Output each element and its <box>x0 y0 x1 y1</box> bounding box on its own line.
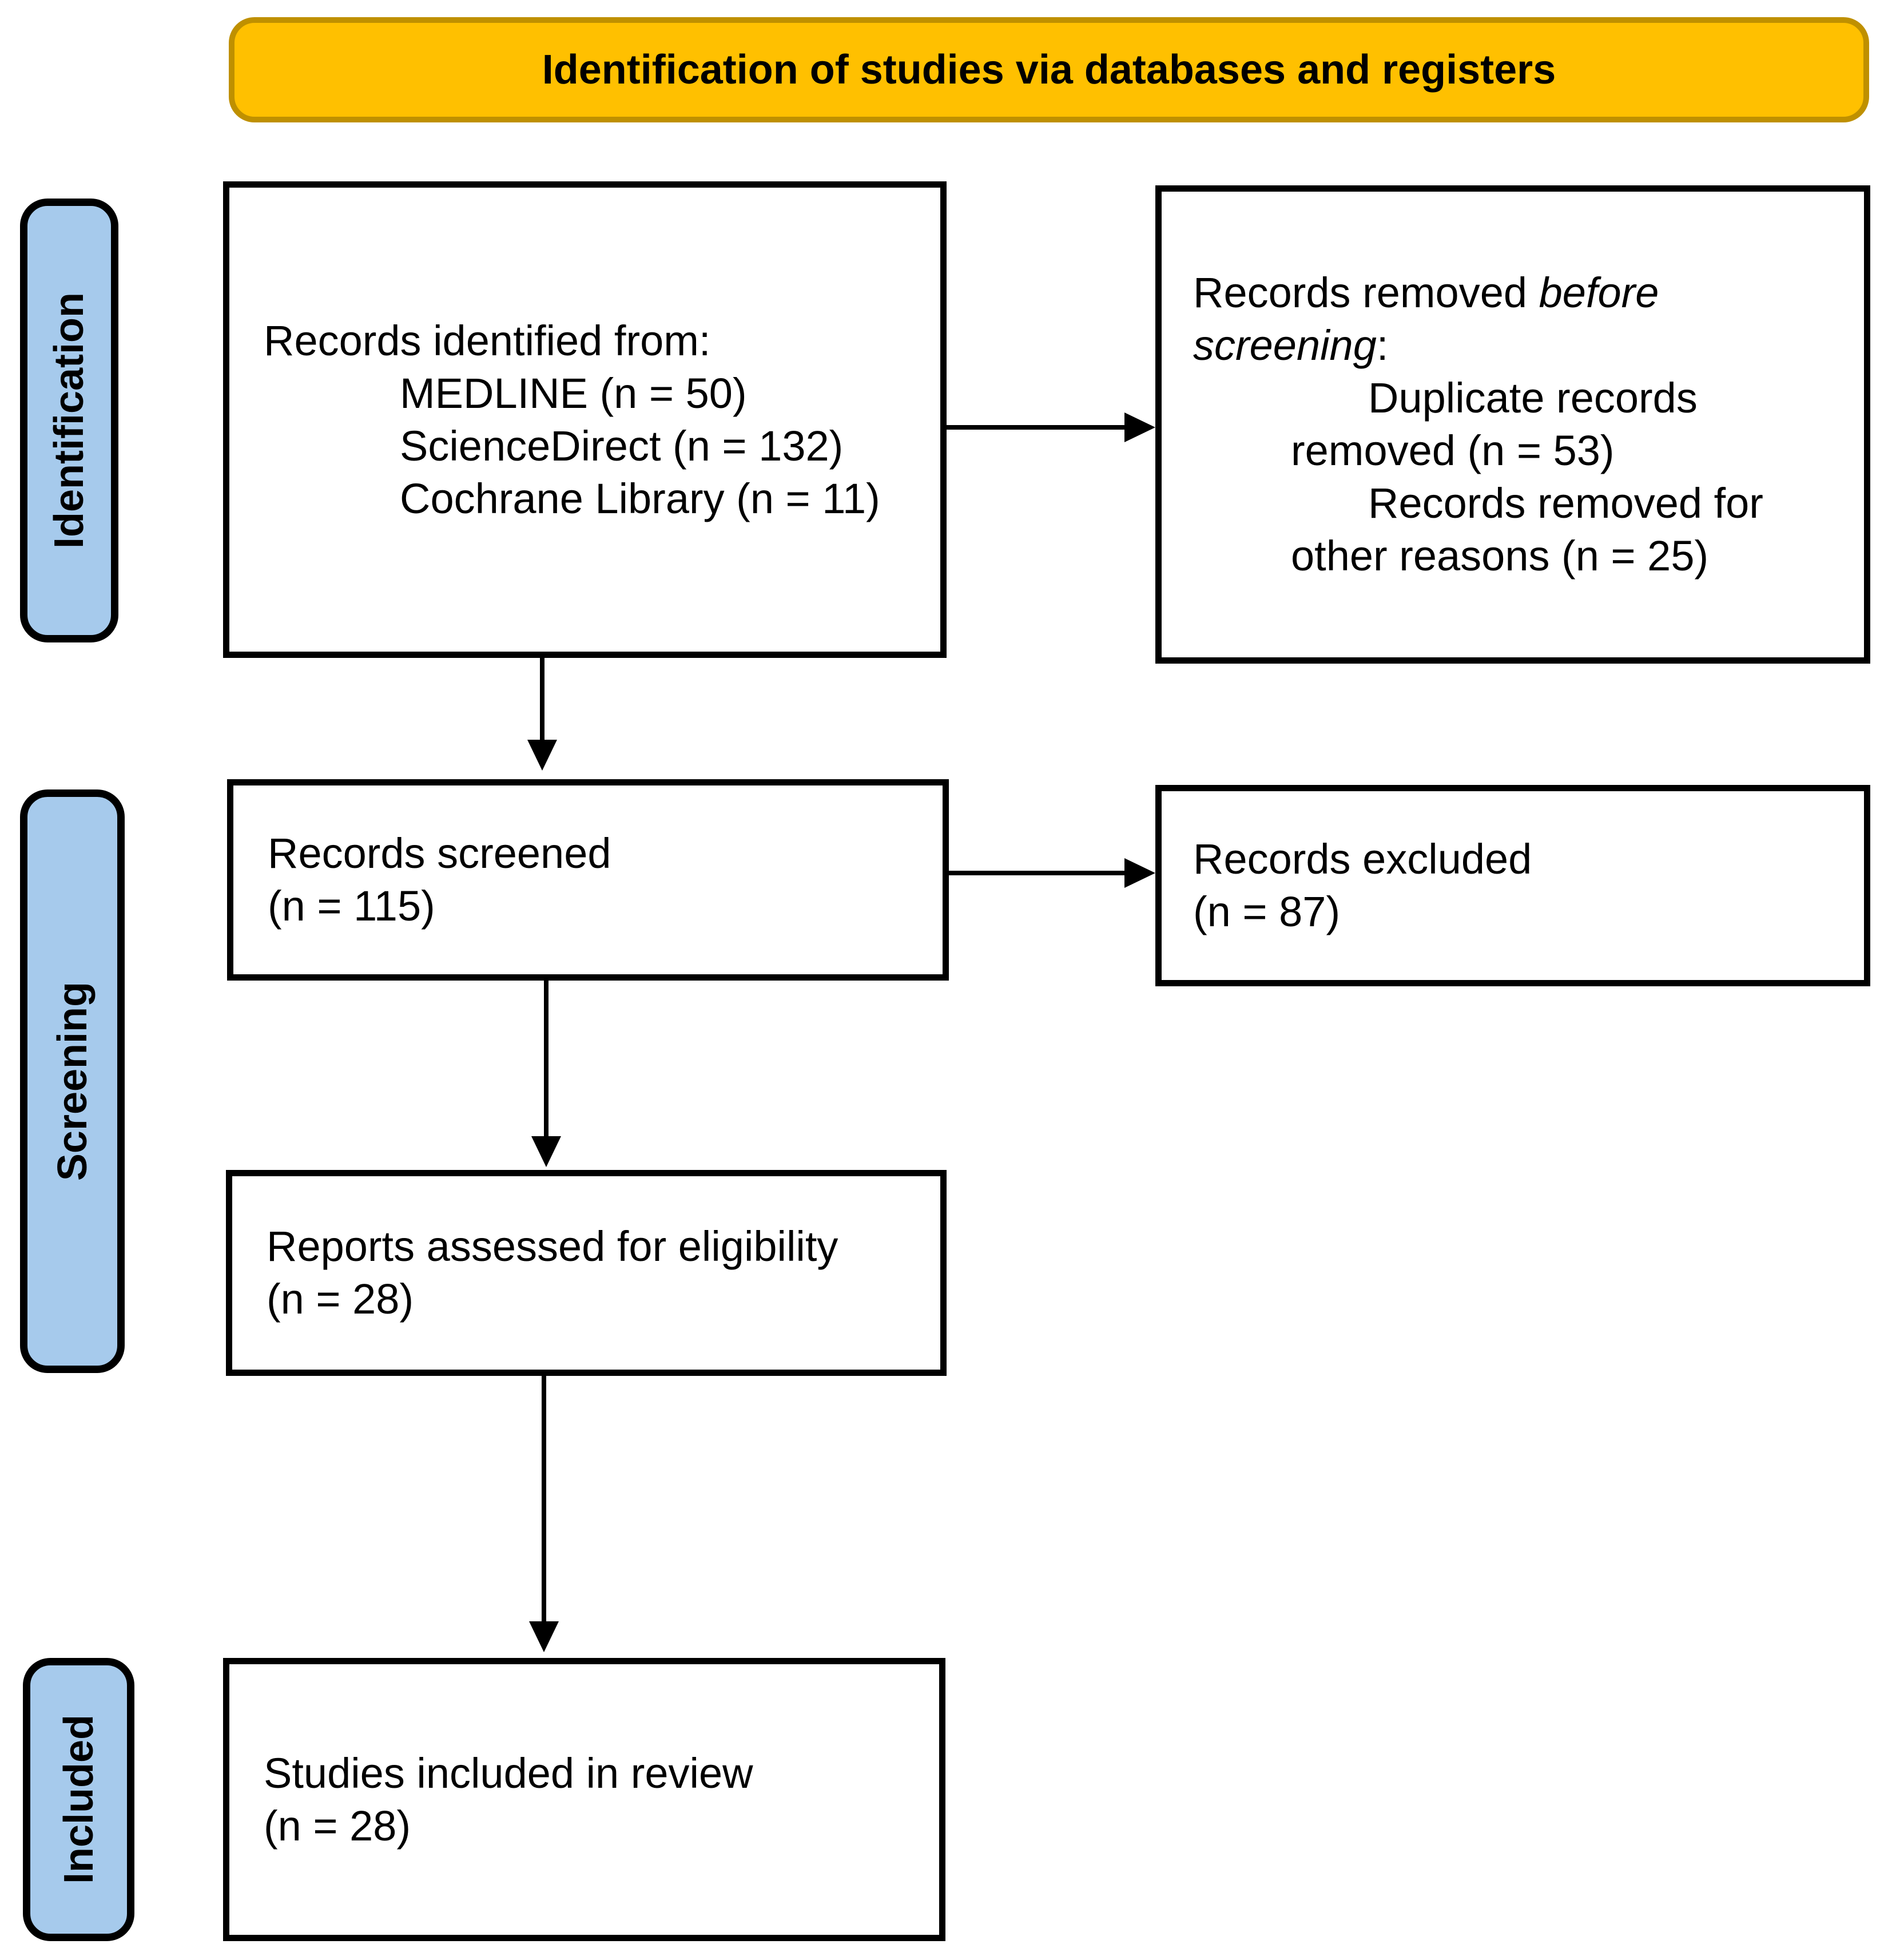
arrow-assessed-to-included <box>542 1376 546 1624</box>
arrowhead-down-icon <box>527 740 557 771</box>
box-line: Cochrane Library (n = 11) <box>400 474 880 522</box>
box-line: (n = 87) <box>1193 888 1341 935</box>
box-records-excluded: Records excluded (n = 87) <box>1155 785 1870 986</box>
box-line: (n = 28) <box>264 1802 411 1850</box>
arrowhead-right-icon <box>1124 858 1155 888</box>
stage-label-screening-text: Screening <box>49 981 96 1181</box>
box-records-identified: Records identified from: MEDLINE (n = 50… <box>223 181 947 658</box>
box-line: (n = 28) <box>267 1275 414 1323</box>
box-line: removed (n = 53) <box>1291 427 1615 474</box>
arrowhead-right-icon <box>1124 412 1155 442</box>
banner-identification-of-studies: Identification of studies via databases … <box>229 17 1869 122</box>
stage-label-included: Included <box>23 1658 134 1941</box>
box-line: Records identified from: <box>264 316 711 364</box>
box-line: MEDLINE (n = 50) <box>400 369 747 417</box>
stage-label-included-text: Included <box>55 1715 102 1884</box>
box-line: other reasons (n = 25) <box>1291 532 1709 580</box>
box-line: Studies included in review <box>264 1749 753 1797</box>
banner-title: Identification of studies via databases … <box>542 47 1556 93</box>
box-line: screening: <box>1193 322 1389 369</box>
box-line: Reports assessed for eligibility <box>267 1223 838 1270</box>
arrowhead-down-icon <box>531 1136 561 1167</box>
arrow-identified-to-removed <box>947 425 1124 430</box>
box-line: (n = 115) <box>268 882 435 930</box>
box-line: Duplicate records <box>1368 374 1698 422</box>
box-line: ScienceDirect (n = 132) <box>400 422 844 470</box>
box-line: Records screened <box>268 830 611 877</box>
box-reports-assessed: Reports assessed for eligibility (n = 28… <box>226 1170 947 1376</box>
box-studies-included: Studies included in review (n = 28) <box>223 1658 945 1941</box>
stage-label-screening: Screening <box>20 789 125 1373</box>
stage-label-identification: Identification <box>20 199 118 642</box>
arrow-identified-to-screened <box>540 658 544 742</box>
box-line: Records excluded <box>1193 835 1532 883</box>
box-line: Records removed before <box>1193 269 1659 316</box>
box-records-removed-before-screening: Records removed before screening: Duplic… <box>1155 185 1870 664</box>
box-line: Records removed for <box>1368 479 1763 527</box>
stage-label-identification-text: Identification <box>46 292 92 549</box>
arrow-screened-to-excluded <box>949 871 1124 875</box>
arrowhead-down-icon <box>529 1621 559 1652</box>
box-records-screened: Records screened (n = 115) <box>227 779 949 981</box>
arrow-screened-to-assessed <box>544 981 548 1138</box>
